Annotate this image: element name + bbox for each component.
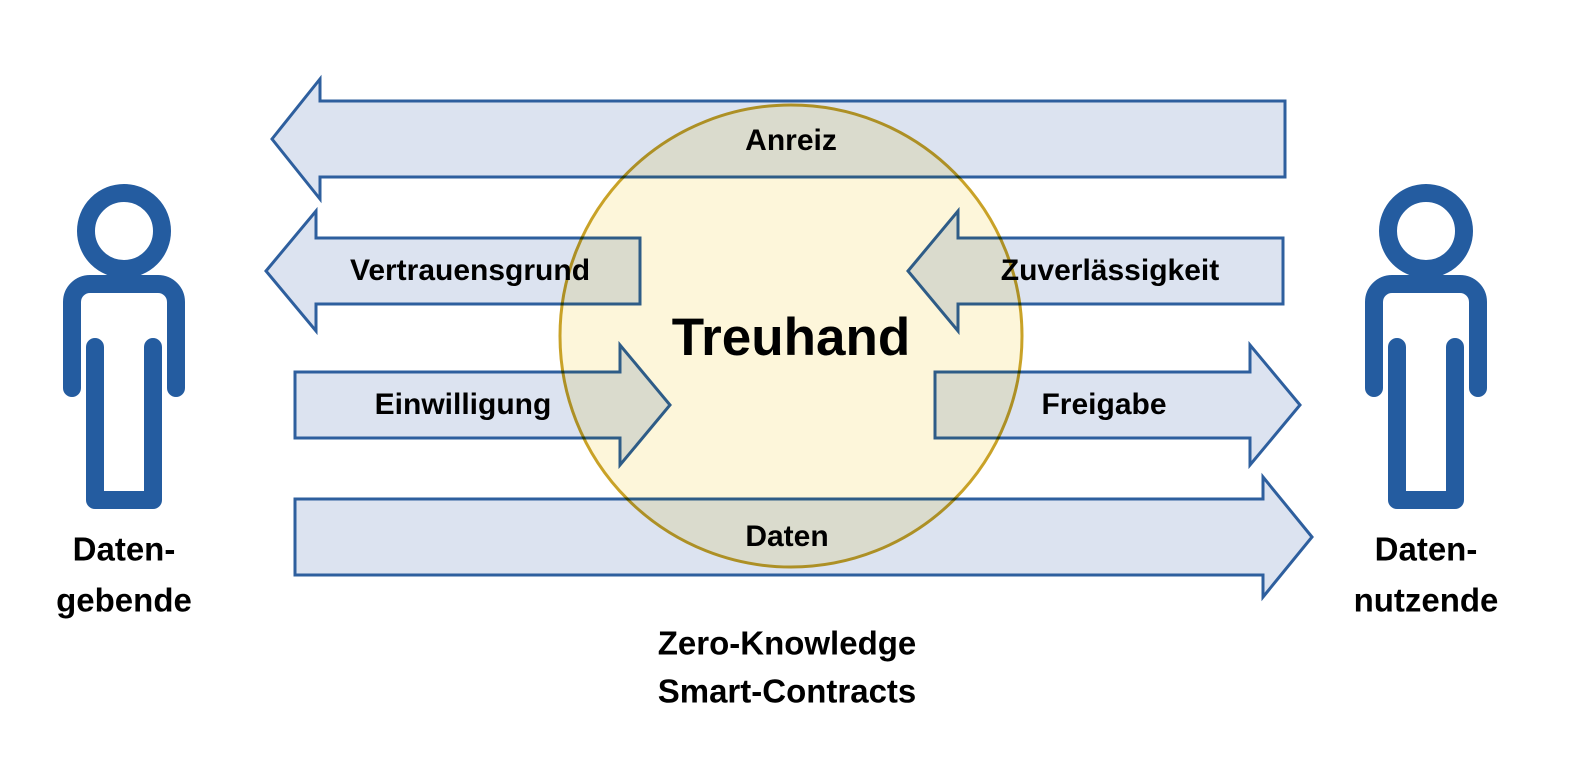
flow-label-freigabe: Freigabe: [1041, 388, 1166, 421]
flow-label-zuverlaessigkeit: Zuverlässigkeit: [1001, 254, 1219, 287]
center-label-treuhand: Treuhand: [672, 308, 911, 367]
actor-right-label-line2: nutzende: [1354, 582, 1499, 619]
actor-left-label-line2: gebende: [56, 582, 192, 619]
trust-circle: [558, 103, 1024, 569]
flow-label-einwilligung: Einwilligung: [375, 388, 552, 421]
caption-line1: Zero-Knowledge: [658, 625, 917, 662]
flow-label-daten: Daten: [745, 520, 828, 553]
actor-right-group: [1365, 184, 1487, 509]
actor-left-group: [63, 184, 185, 509]
flow-label-anreiz: Anreiz: [745, 124, 837, 157]
person-icon: [63, 184, 185, 509]
caption-line2: Smart-Contracts: [658, 673, 917, 710]
actor-left-label-line1: Daten-: [73, 531, 176, 568]
flow-label-vertrauensgrund: Vertrauensgrund: [350, 254, 590, 287]
actor-right-label-line1: Daten-: [1375, 531, 1478, 568]
person-icon: [1365, 184, 1487, 509]
